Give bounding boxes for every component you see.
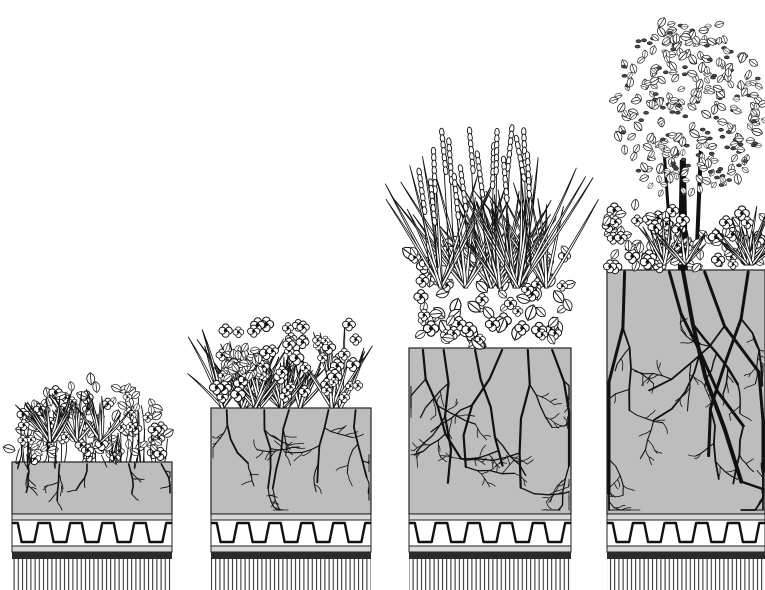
filter-fleece-layer bbox=[607, 514, 765, 520]
panels-group bbox=[2, 16, 765, 590]
protection-mat-layer bbox=[211, 546, 371, 552]
roof-profile-intensive bbox=[601, 16, 765, 590]
roof-profile-semi-extensive bbox=[188, 317, 373, 590]
grass-icon bbox=[188, 317, 373, 408]
roof-profile-extensive bbox=[2, 372, 175, 590]
protection-mat-layer bbox=[409, 546, 571, 552]
soil-layer bbox=[409, 348, 571, 514]
filter-fleece-layer bbox=[409, 514, 571, 520]
soil-layer bbox=[211, 408, 371, 514]
waterproof-membrane-layer bbox=[12, 552, 172, 559]
plant-icon bbox=[2, 372, 175, 469]
protection-mat-layer bbox=[12, 546, 172, 552]
grass-icon bbox=[385, 124, 598, 352]
waterproof-membrane-layer bbox=[607, 552, 765, 559]
filter-fleece-layer bbox=[211, 514, 371, 520]
waterproof-membrane-layer bbox=[211, 552, 371, 559]
waterproof-membrane-layer bbox=[409, 552, 571, 559]
roof-structure-hatch bbox=[607, 559, 765, 590]
roof-structure-hatch bbox=[409, 559, 571, 590]
roof-structure-hatch bbox=[12, 559, 172, 590]
soil-layer bbox=[12, 462, 172, 514]
filter-fleece-layer bbox=[12, 514, 172, 520]
roof-profile-semi-intensive bbox=[385, 124, 598, 590]
protection-mat-layer bbox=[607, 546, 765, 552]
roof-structure-hatch bbox=[211, 559, 371, 590]
tree-icon bbox=[601, 16, 765, 274]
